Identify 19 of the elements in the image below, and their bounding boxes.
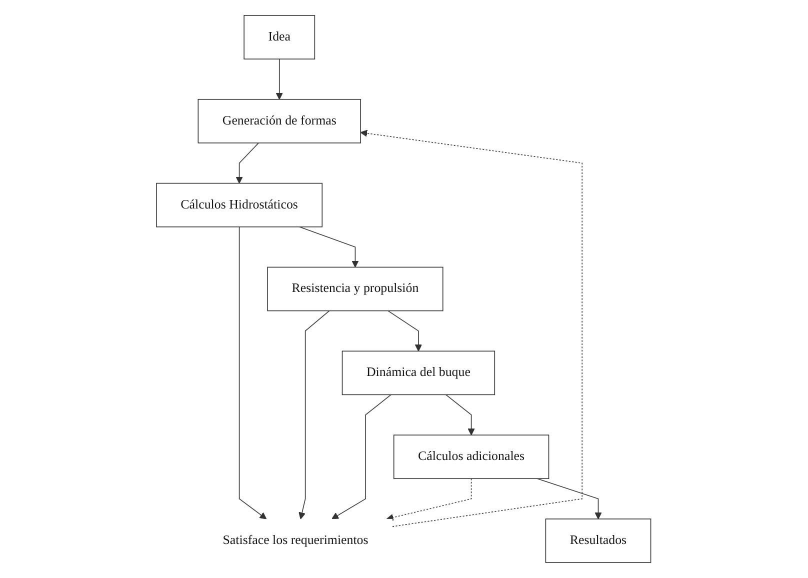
arrow bbox=[386, 478, 472, 521]
arrow bbox=[299, 226, 360, 268]
node-box: Cálculos Hidrostáticos bbox=[156, 182, 323, 228]
arrow bbox=[446, 394, 476, 436]
node-box: Resultados bbox=[546, 518, 652, 563]
arrow bbox=[360, 130, 583, 527]
node-box: Idea bbox=[244, 15, 316, 60]
arrow bbox=[298, 310, 330, 520]
arrow bbox=[388, 310, 422, 352]
node-box: Dinámica del buque bbox=[342, 350, 496, 396]
node-box: Generación de formas bbox=[198, 98, 362, 144]
node-box: Cálculos adicionales bbox=[394, 434, 550, 480]
arrow bbox=[239, 226, 268, 520]
node-text: Satisface los requerimientos bbox=[223, 533, 369, 548]
arrow bbox=[332, 394, 392, 520]
arrow bbox=[276, 58, 284, 100]
node-box: Resistencia y propulsión bbox=[268, 266, 444, 312]
arrow bbox=[537, 478, 602, 520]
arrow bbox=[236, 142, 260, 184]
